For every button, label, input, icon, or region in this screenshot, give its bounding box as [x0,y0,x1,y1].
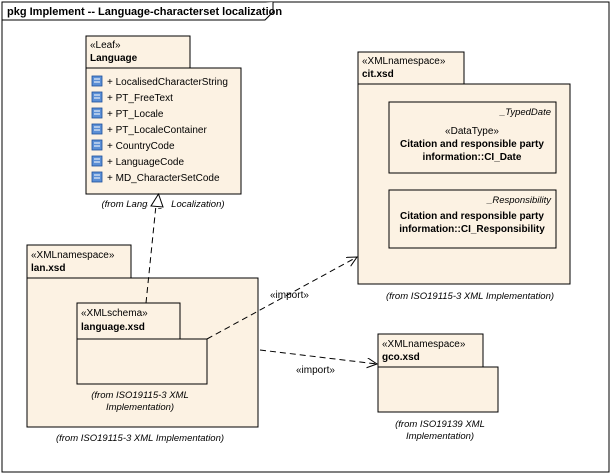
attribute-label: + PT_FreeText [107,93,173,104]
attribute-label: + PT_LocaleContainer [107,125,207,136]
language-class[interactable]: «Leaf» Language + LocalisedCharacterStri… [85,35,242,195]
attribute-label: + CountryCode [107,141,175,152]
attribute-row-4: + PT_LocaleContainer [91,123,207,136]
language-schema-name: language.xsd [81,322,145,333]
attribute-row-1: + LocalisedCharacterString [91,75,228,88]
attribute-row-3: + PT_Locale [91,107,164,120]
attribute-icon [91,75,103,87]
responsibility-role: _Responsibility [486,195,552,206]
attribute-row-2: + PT_FreeText [91,91,173,104]
lan-package-stereotype: «XMLnamespace» [31,250,115,261]
import-label-cit: «import» [270,290,309,301]
language-schema-origin-line1: (from ISO19115-3 XML [91,390,189,401]
attribute-icon [91,91,103,103]
language-class-name: Language [90,53,138,64]
lan-package-origin: (from ISO19115-3 XML Implementation) [56,433,224,444]
attribute-row-7: + MD_CharacterSetCode [91,171,220,184]
import-label-gco: «import» [296,365,335,376]
language-schema-package[interactable]: «XMLschema» language.xsd [76,302,208,385]
attribute-icon [91,107,103,119]
attribute-label: + PT_Locale [107,109,164,120]
gco-package-name: gco.xsd [382,352,420,363]
cit-package[interactable]: «XMLnamespace» cit.xsd _TypedDate «DataT… [357,51,571,285]
responsibility-line1: Citation and responsible party [400,211,544,222]
typed-date-stereotype: «DataType» [445,126,499,137]
attribute-row-5: + CountryCode [91,139,175,152]
typed-date-line2: information::CI_Date [423,152,522,163]
cit-package-name: cit.xsd [362,69,394,80]
attribute-icon [91,155,103,167]
typed-date-role: _TypedDate [499,107,551,118]
attribute-label: + LanguageCode [107,157,184,168]
gco-package-origin-line1: (from ISO19139 XML [395,419,485,430]
cit-package-stereotype: «XMLnamespace» [362,56,446,67]
typed-date-line1: Citation and responsible party [400,139,544,150]
attribute-icon [91,123,103,135]
realization-connector[interactable] [145,192,170,304]
language-schema-stereotype: «XMLschema» [81,308,148,319]
gco-package[interactable]: «XMLnamespace» gco.xsd [377,333,499,413]
import-connector-cit[interactable] [206,257,357,340]
language-schema-origin-line2: Implementation) [106,402,174,413]
gco-package-stereotype: «XMLnamespace» [382,339,466,350]
lan-package-name: lan.xsd [31,263,65,274]
attribute-row-6: + LanguageCode [91,155,184,168]
cit-package-origin: (from ISO19115-3 XML Implementation) [386,291,554,302]
attribute-label: + LocalisedCharacterString [107,77,228,88]
gco-package-origin-line2: Implementation) [406,431,474,442]
responsibility-class[interactable]: _Responsibility Citation and responsible… [388,189,557,249]
attribute-label: + MD_CharacterSetCode [107,173,220,184]
realization-arrowhead [150,192,164,208]
attribute-icon [91,139,103,151]
attribute-icon [91,171,103,183]
responsibility-line2: information::CI_Responsibility [399,224,545,235]
typed-date-class[interactable]: _TypedDate «DataType» Citation and respo… [388,101,557,174]
frame-title: pkg Implement -- Language-characterset l… [7,6,282,18]
language-class-stereotype: «Leaf» [90,40,121,51]
